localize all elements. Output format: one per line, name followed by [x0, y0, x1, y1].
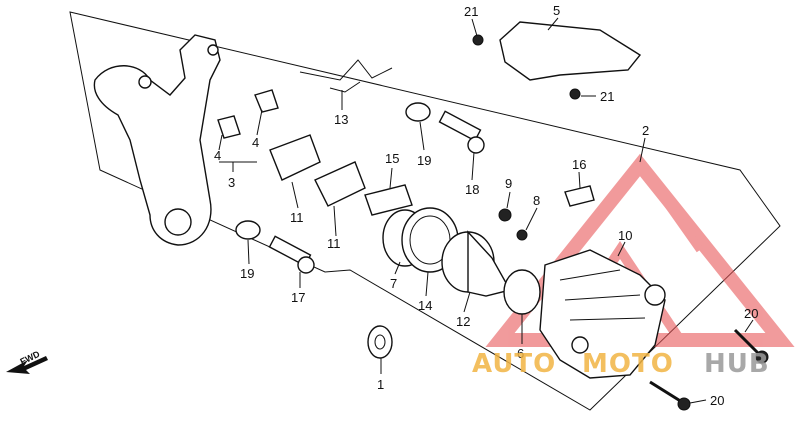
bleeder-valve [498, 208, 512, 222]
callout-10: 10 [618, 228, 632, 243]
caliper-piston [441, 230, 512, 297]
caliper-body [539, 249, 666, 379]
callout-6: 6 [517, 346, 524, 361]
watermark-auto: AUTO [472, 349, 556, 379]
callout-7: 7 [390, 276, 397, 291]
callout-11-left: 11 [290, 210, 304, 225]
callout-12: 12 [456, 314, 470, 329]
pin-lower [268, 235, 315, 274]
pin-sleeve-upper [438, 110, 485, 154]
pad-spring [299, 59, 393, 93]
callout-13: 13 [334, 112, 348, 127]
callout-18: 18 [465, 182, 479, 197]
callout-2: 2 [642, 123, 649, 138]
pad-spring-clip-lower [217, 115, 241, 139]
callout-11-right: 11 [327, 236, 341, 251]
bleeder-cap [516, 229, 528, 241]
watermark-hub: HUB [704, 349, 770, 379]
callout-5: 5 [553, 3, 560, 18]
callout-9: 9 [505, 176, 512, 191]
callout-20-lower: 20 [710, 393, 724, 408]
brake-pad-outer [269, 134, 321, 181]
callout-3: 3 [228, 175, 235, 190]
cover-bolt-lower [569, 88, 581, 100]
assembly-frame [69, 11, 781, 411]
caliper-bolt-upper [733, 328, 769, 364]
pad-retainer [564, 185, 595, 207]
washer [367, 325, 393, 359]
watermark-text: AUTO MOTO HUB [472, 349, 770, 379]
callout-21-upper: 21 [464, 4, 478, 19]
watermark-moto: MOTO [582, 349, 674, 379]
callout-4-left: 4 [214, 148, 221, 163]
leader-lines [218, 17, 754, 404]
o-ring [503, 269, 541, 315]
boot-upper [405, 102, 431, 122]
callout-19-lower: 19 [240, 266, 254, 281]
callout-16: 16 [572, 157, 586, 172]
brake-pad-inner [314, 161, 366, 207]
callout-4-right: 4 [252, 135, 259, 150]
pad-shim [364, 184, 413, 216]
caliper-cover [499, 21, 642, 81]
forward-arrow-icon [6, 356, 48, 374]
callout-19-upper: 19 [417, 153, 431, 168]
callout-17: 17 [291, 290, 305, 305]
caliper-bolt-lower [649, 380, 691, 411]
callout-15: 15 [385, 151, 399, 166]
callout-1: 1 [377, 377, 384, 392]
boot-lower [235, 220, 261, 240]
cover-bolt-upper [472, 34, 484, 46]
caliper-bracket [93, 34, 221, 246]
callout-14: 14 [418, 298, 432, 313]
callout-20-upper: 20 [744, 306, 758, 321]
pad-spring-clip-upper [254, 89, 279, 113]
callout-21-lower: 21 [600, 89, 614, 104]
callout-8: 8 [533, 193, 540, 208]
